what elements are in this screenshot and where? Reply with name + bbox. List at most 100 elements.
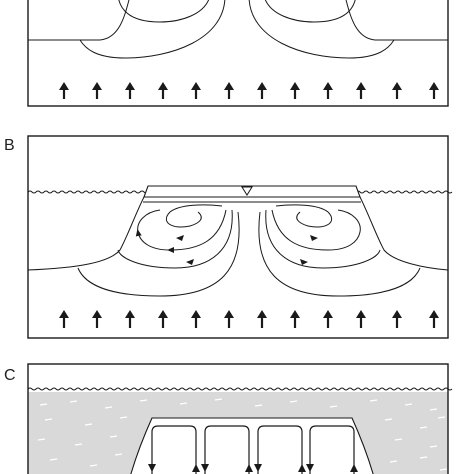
upward-arrow-icon — [290, 310, 300, 328]
sediment-dash — [114, 453, 123, 456]
panel-b-left-slope — [27, 196, 145, 271]
up-arrow-icon — [350, 464, 358, 472]
upward-arrow-icon — [323, 82, 333, 99]
down-arrow-icon — [148, 464, 156, 472]
panel-a-upward-recharge-arrows — [59, 82, 439, 99]
upward-arrow-icon — [392, 310, 402, 328]
panel-c-sediment-texture — [37, 398, 448, 471]
water-table-triangle-icon — [241, 186, 253, 196]
panel-b-upward-recharge-arrows — [59, 310, 439, 328]
sediment-dash — [74, 443, 83, 446]
up-arrow-icon — [298, 464, 306, 472]
sediment-dash — [69, 400, 78, 403]
upward-arrow-icon — [356, 310, 366, 328]
down-arrow-icon — [201, 464, 209, 472]
sediment-dash — [37, 438, 46, 441]
sediment-dash — [44, 418, 53, 421]
sediment-dash — [369, 399, 378, 402]
sediment-dash — [254, 404, 263, 407]
upward-arrow-icon — [158, 310, 168, 328]
panel-b-flowline-right-2 — [271, 209, 361, 251]
upward-arrow-icon — [59, 82, 69, 99]
panel-b-flowline-right-4 — [258, 211, 421, 297]
sediment-dash — [39, 403, 48, 406]
panel-c-label: C — [4, 367, 16, 384]
panel-b-flowline-left-3 — [117, 209, 233, 269]
panel-b-flowline-left-4 — [77, 211, 240, 297]
panel-b-flow-arrowhead — [176, 235, 184, 241]
upward-arrow-icon — [257, 310, 267, 328]
sediment-dash — [429, 445, 438, 448]
up-arrow-icon — [192, 464, 200, 472]
circulation-loop — [204, 425, 250, 474]
upward-arrow-icon — [92, 310, 102, 328]
upward-arrow-icon — [429, 82, 439, 99]
panel-a — [27, 0, 449, 107]
upward-arrow-icon — [224, 310, 234, 328]
sediment-dash — [419, 456, 428, 459]
panel-a-boundary-curve-right — [345, 0, 448, 41]
panel-a-flowline-right-outer — [248, 0, 395, 59]
sediment-dash — [439, 468, 448, 471]
upward-arrow-icon — [257, 82, 267, 99]
sediment-dash — [104, 406, 113, 409]
panel-b-flowline-right-3 — [265, 209, 381, 269]
upward-arrow-icon — [392, 82, 402, 99]
sediment-dash — [384, 418, 393, 421]
panel-b-right-slope — [359, 196, 449, 271]
sediment-dash — [139, 399, 148, 402]
panel-c-frame — [27, 363, 449, 474]
panel-b-flowline-left-1 — [165, 204, 223, 228]
upward-arrow-icon — [125, 310, 135, 328]
sediment-dash — [84, 423, 93, 426]
panel-a-flowline-left-inner — [118, 0, 209, 23]
panel-b-flow-arrowhead — [186, 259, 194, 265]
circulation-loop — [151, 425, 197, 474]
sediment-dash — [437, 416, 446, 419]
upward-arrow-icon — [125, 82, 135, 99]
upward-arrow-icon — [290, 82, 300, 99]
panel-a-flowline-left-outer — [79, 0, 226, 59]
upward-arrow-icon — [429, 310, 439, 328]
sediment-dash — [404, 403, 413, 406]
upward-arrow-icon — [191, 310, 201, 328]
sediment-dash — [389, 460, 398, 463]
upward-arrow-icon — [323, 310, 333, 328]
upward-arrow-icon — [191, 82, 201, 99]
sediment-dash — [49, 458, 58, 461]
panel-a-frame — [27, 0, 449, 107]
sediment-dash — [179, 402, 188, 405]
panel-b-flowline-left-2 — [135, 209, 227, 254]
upward-arrow-icon — [356, 82, 366, 99]
down-arrow-icon — [254, 464, 262, 472]
panel-a-boundary-curve — [28, 0, 130, 41]
panel-b-water-surface — [27, 190, 453, 194]
sediment-dash — [214, 398, 223, 401]
panel-b-frame — [27, 135, 449, 339]
panel-c: C — [4, 363, 453, 474]
sediment-dash — [89, 464, 98, 467]
panel-b-label: B — [4, 137, 15, 154]
panel-c-excavation-pit — [130, 417, 374, 474]
upward-arrow-icon — [158, 82, 168, 99]
sediment-dash — [329, 405, 338, 408]
sediment-dash — [119, 416, 128, 419]
sediment-dash — [109, 435, 118, 438]
upward-arrow-icon — [224, 82, 234, 99]
panel-b-flow-arrowhead — [300, 259, 308, 265]
sediment-dash — [289, 400, 298, 403]
sediment-dash — [429, 408, 438, 411]
panel-c-circulation-loops — [148, 425, 358, 474]
down-arrow-icon — [306, 464, 314, 472]
sediment-dash — [394, 438, 403, 441]
circulation-loop — [257, 425, 303, 474]
panel-a-flowline-right-inner — [265, 0, 356, 23]
up-arrow-icon — [245, 464, 253, 472]
circulation-loop — [309, 425, 355, 474]
panel-c-water-surface — [27, 387, 453, 391]
sediment-dash — [419, 426, 428, 429]
upward-arrow-icon — [59, 310, 69, 328]
panel-b: B — [4, 135, 453, 339]
panel-b-flowline-right-1 — [275, 204, 333, 228]
